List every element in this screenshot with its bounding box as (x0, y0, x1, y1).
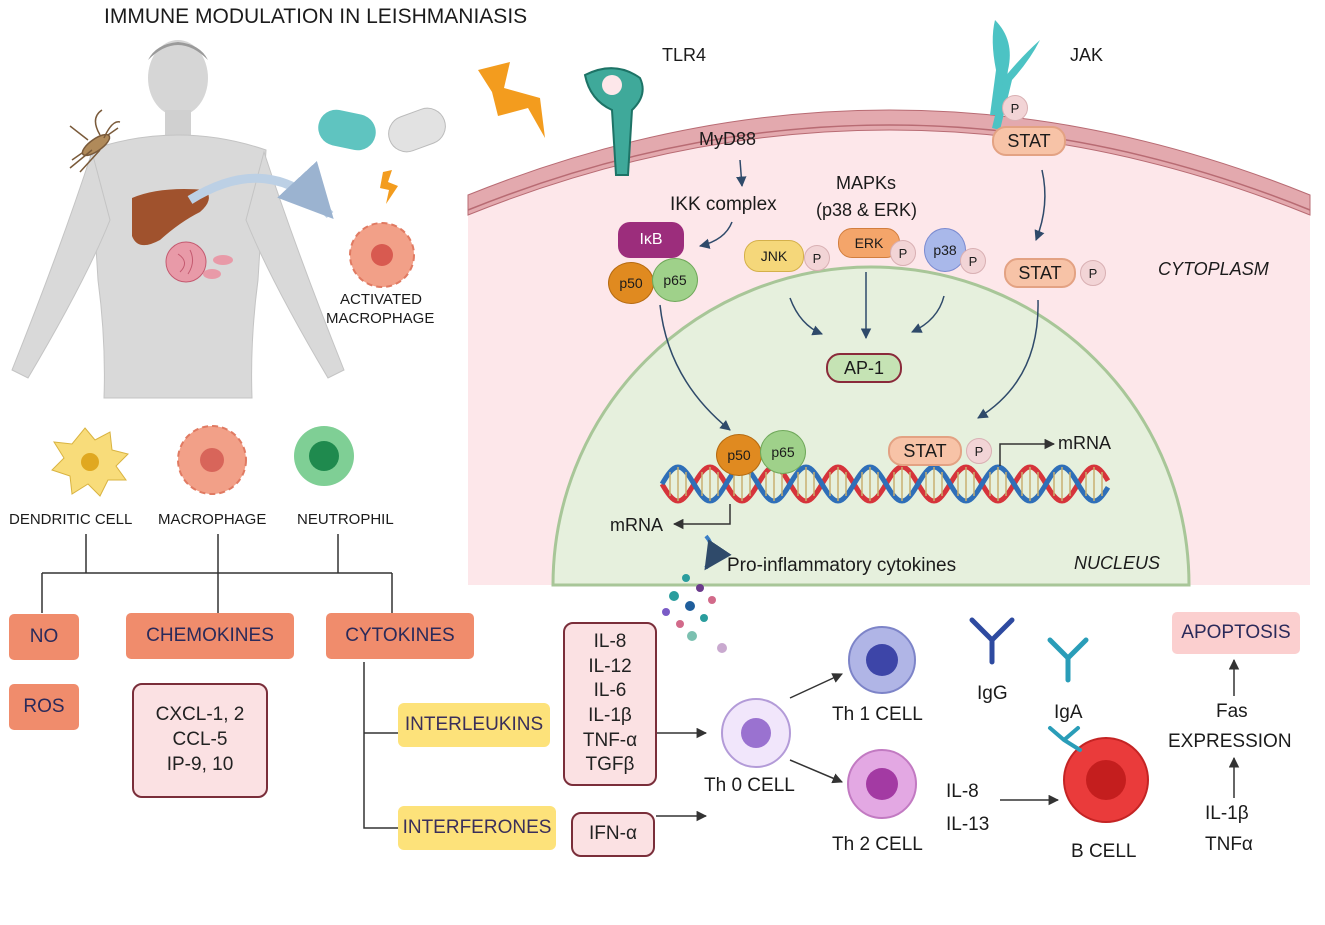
activated-macrophage-icon (349, 222, 415, 288)
activated-macrophage-label-2: MACROPHAGE (326, 310, 435, 327)
human-to-macrophage-arrow (187, 160, 334, 219)
myd88-label: MyD88 (699, 129, 757, 149)
chemokines-box: CHEMOKINES (126, 613, 294, 659)
nuclear-stat-phospho: P (966, 438, 992, 464)
iga-antibody-icon (1047, 637, 1089, 683)
p65-protein: p65 (652, 258, 698, 302)
iga-label: IgA (1054, 702, 1083, 723)
b-cell-icon (1063, 737, 1149, 823)
p38-phospho: P (960, 248, 986, 274)
mapks-label: MAPKs (836, 173, 897, 193)
mrna-right-label: mRNA (1058, 433, 1111, 453)
erk-kinase: ERK (838, 228, 900, 258)
macrophage-label: MACROPHAGE (158, 511, 267, 528)
p50-protein: p50 (608, 262, 654, 304)
th1-cell-label: Th 1 CELL (832, 704, 923, 725)
diagram-title: IMMUNE MODULATION IN LEISHMANIASIS (104, 5, 528, 28)
neutrophil-icon (294, 426, 354, 486)
igg-antibody-icon (969, 617, 1015, 665)
mrna-left-label: mRNA (610, 515, 663, 535)
drug-capsule-icon (318, 107, 446, 153)
apoptosis-inducer-1: IL-1β (1205, 803, 1249, 824)
nuclear-stat: STAT (888, 436, 962, 466)
th1-cell-icon (848, 626, 916, 694)
activated-macrophage-label-1: ACTIVATED (340, 291, 422, 308)
ikb-complex: IκB (618, 222, 684, 258)
tlr4-label: TLR4 (662, 45, 707, 65)
cytokine-release-arrow (704, 534, 732, 571)
interleukins-box: INTERLEUKINS (398, 703, 550, 747)
cell-type-tree-lines (41, 534, 398, 829)
tlr4-receptor-icon (583, 67, 644, 176)
nucleus-region (551, 265, 1191, 587)
ifn-box: IFN-α (571, 812, 655, 857)
apoptosis-inducer-2: TNFα (1205, 834, 1253, 855)
th2-cell-icon (847, 749, 917, 819)
jnk-kinase: JNK (744, 240, 804, 272)
b-cell-label: B CELL (1071, 841, 1137, 862)
apoptosis-box: APOPTOSIS (1172, 612, 1300, 654)
interleukin-item: IL-6 (593, 680, 627, 702)
no-box: NO (9, 614, 79, 660)
stat-cytoplasm: STAT (1004, 258, 1076, 288)
jak-label: JAK (1070, 45, 1104, 65)
erk-phospho: P (890, 240, 916, 266)
mrna-arrow-right (999, 438, 1056, 466)
ikk-complex-label: IKK complex (670, 194, 777, 215)
th0-cell-label: Th 0 CELL (704, 775, 795, 796)
lightning-icon (478, 62, 545, 138)
dendritic-cell-icon (51, 427, 129, 497)
mapks-sub-label: (p38 & ERK) (816, 200, 918, 220)
cytokines-box: CYTOKINES (326, 613, 474, 659)
mosquito-icon (69, 109, 121, 173)
stat-receptor: STAT (992, 126, 1066, 156)
ap1-factor: AP-1 (826, 353, 902, 383)
nuclear-p65: p65 (760, 430, 806, 474)
chemokine-list-box: CXCL-1, 2 CCL-5 IP-9, 10 (132, 683, 268, 798)
t-cell-arrows (656, 658, 1240, 822)
p38-kinase: p38 (924, 228, 966, 272)
nucleus-label: NUCLEUS (1074, 553, 1161, 573)
chemokine-item: CXCL-1, 2 (155, 704, 245, 726)
cytoplasm-label: CYTOPLASM (1158, 259, 1269, 279)
jak-phospho: P (1002, 95, 1028, 121)
interleukin-item: IL-12 (588, 655, 632, 677)
stat-cytoplasm-phospho: P (1080, 260, 1106, 286)
chemokine-item: CCL-5 (172, 729, 228, 751)
interferones-box: INTERFERONES (398, 806, 556, 850)
fas-label: Fas (1216, 701, 1248, 722)
interleukin-item: TNF-α (582, 729, 638, 751)
th0-cell-icon (721, 698, 791, 768)
small-lightning-icon (380, 170, 398, 204)
th2-cytokine-1: IL-8 (946, 781, 979, 802)
fas-expression-label: EXPRESSION (1168, 731, 1292, 752)
signaling-arrows (659, 159, 1046, 431)
igg-label: IgG (977, 683, 1008, 704)
pro-inflammatory-label: Pro-inflammatory cytokines (727, 555, 957, 576)
th2-cytokine-2: IL-13 (946, 814, 990, 835)
interleukin-item: IL-8 (593, 630, 627, 652)
interleukin-item: IL-1β (588, 705, 632, 726)
macrophage-icon (177, 425, 247, 495)
organ-icon (165, 241, 233, 283)
neutrophil-label: NEUTROPHIL (297, 511, 394, 528)
interleukin-item: TGFβ (585, 754, 635, 776)
mrna-arrow-left (672, 504, 731, 530)
nuclear-p50: p50 (716, 434, 762, 476)
dendritic-cell-label: DENDRITIC CELL (9, 511, 133, 528)
th2-cell-label: Th 2 CELL (832, 834, 923, 855)
ros-box: ROS (9, 684, 79, 730)
chemokine-item: IP-9, 10 (166, 753, 234, 775)
jnk-phospho: P (804, 245, 830, 271)
b-cell-receptor-icon (1048, 726, 1082, 752)
liver-icon (132, 189, 209, 246)
interleukin-list-box: IL-8 IL-12 IL-6 IL-1β TNF-α TGFβ (563, 622, 657, 786)
